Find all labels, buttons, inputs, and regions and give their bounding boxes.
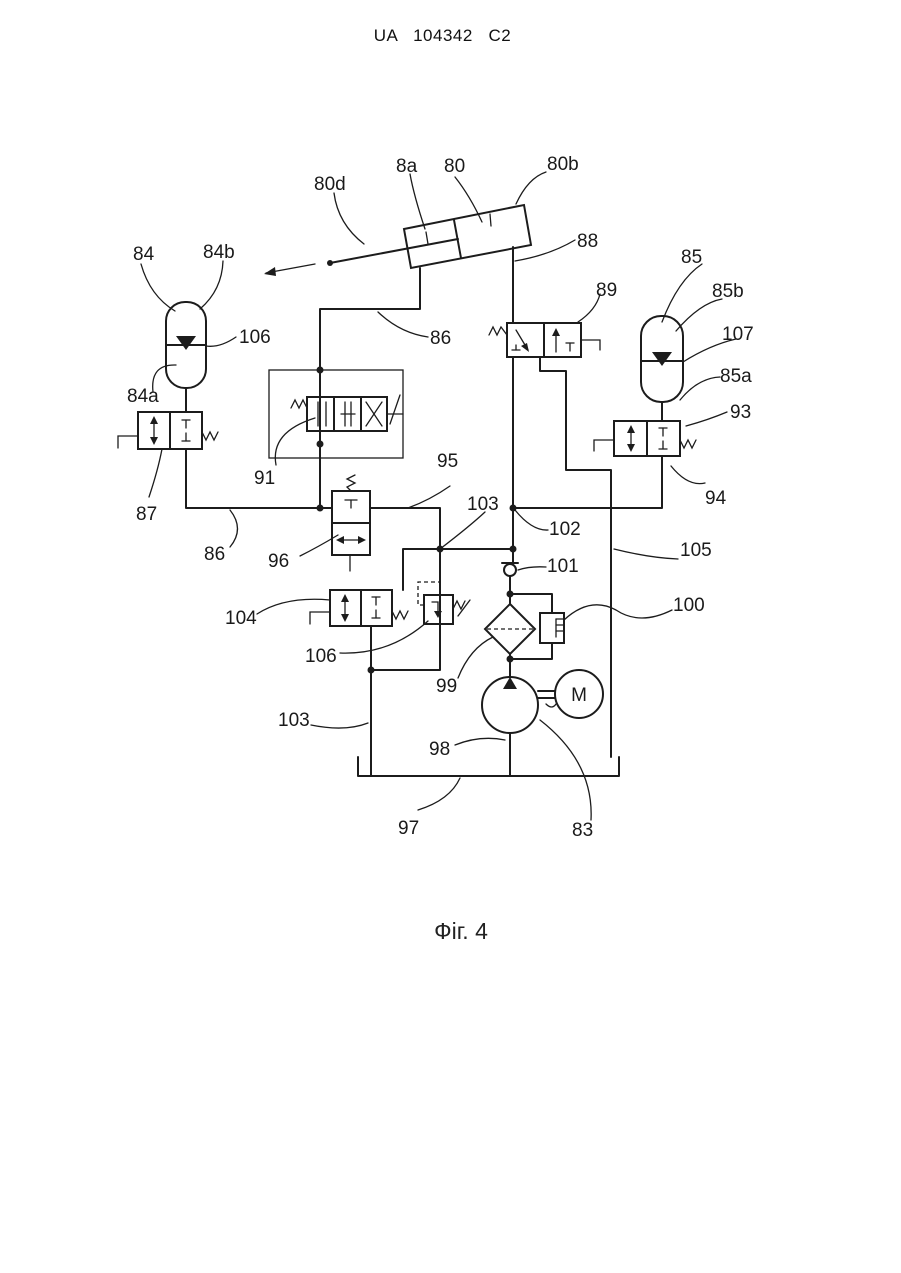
- label-89: 89: [596, 280, 617, 301]
- valve-96: [332, 475, 370, 571]
- label-93: 93: [730, 402, 751, 423]
- label-85b: 85b: [712, 281, 744, 302]
- label-102: 102: [549, 519, 581, 540]
- label-84: 84: [133, 244, 155, 265]
- label-80d: 80d: [314, 174, 346, 195]
- label-84b: 84b: [203, 242, 235, 263]
- label-85: 85: [681, 247, 702, 268]
- check-valve-101: [502, 563, 518, 576]
- motion-arrow: [264, 264, 315, 276]
- label-103-top: 103: [467, 494, 499, 515]
- label-107: 107: [722, 324, 754, 345]
- label-98: 98: [429, 739, 450, 760]
- label-86-left: 86: [204, 544, 225, 565]
- label-85a: 85a: [720, 366, 752, 387]
- valve-91: [269, 370, 403, 458]
- leader-lines: [141, 172, 736, 820]
- valve-87: [118, 412, 218, 449]
- label-103-bottom: 103: [278, 710, 310, 731]
- label-99: 99: [436, 676, 457, 697]
- pump-83: [482, 677, 568, 733]
- relief-valve-106: [418, 582, 470, 624]
- label-105: 105: [680, 540, 712, 561]
- label-96: 96: [268, 551, 289, 572]
- figure-caption: Фіг. 4: [0, 918, 901, 945]
- accumulator-84: [166, 302, 206, 412]
- label-101: 101: [547, 556, 579, 577]
- filter-99: [485, 604, 535, 654]
- label-86-right: 86: [430, 328, 451, 349]
- label-80: 80: [444, 156, 465, 177]
- label-106-top: 106: [239, 327, 271, 348]
- label-104: 104: [225, 608, 257, 629]
- valve-93: [594, 421, 696, 456]
- valve-104: [310, 590, 408, 626]
- label-87: 87: [136, 504, 157, 525]
- label-91: 91: [254, 468, 275, 489]
- label-97: 97: [398, 818, 419, 839]
- accumulator-85: [641, 316, 683, 421]
- motor-label: M: [571, 685, 587, 706]
- label-83: 83: [572, 820, 593, 841]
- label-88: 88: [577, 231, 598, 252]
- label-80b: 80b: [547, 154, 579, 175]
- valve-89: [489, 323, 600, 357]
- indicator-100: [540, 613, 564, 643]
- label-84a: 84a: [127, 386, 159, 407]
- electric-motor: M: [555, 670, 603, 718]
- label-94: 94: [705, 488, 727, 509]
- label-100: 100: [673, 595, 705, 616]
- hydraulic-cylinder: [327, 205, 531, 268]
- label-8a: 8a: [396, 156, 418, 177]
- label-95: 95: [437, 451, 458, 472]
- label-106-bottom: 106: [305, 646, 337, 667]
